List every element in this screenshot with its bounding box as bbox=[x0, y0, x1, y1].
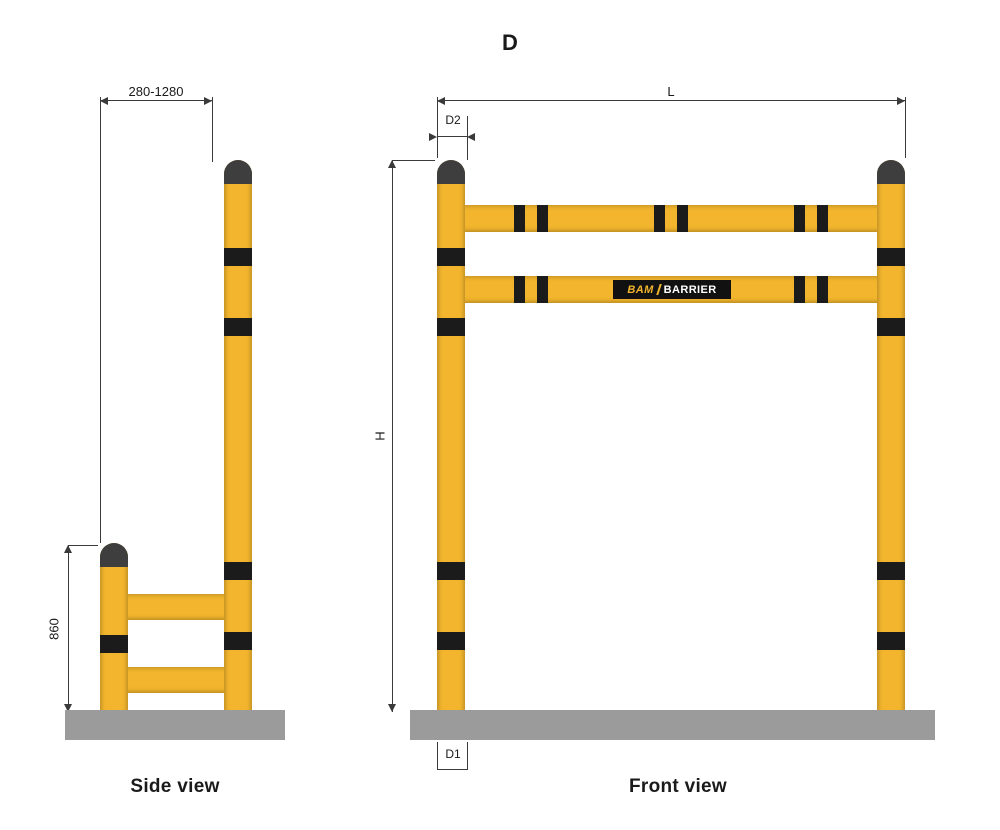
front-height-dimension-label: H bbox=[372, 431, 388, 441]
front-d2-dimension-line bbox=[437, 136, 467, 137]
dim-arrow-left-icon bbox=[467, 133, 475, 141]
post-band bbox=[437, 562, 465, 580]
extension-line bbox=[437, 742, 438, 769]
post-cap bbox=[437, 160, 465, 184]
dim-arrow-right-icon bbox=[204, 97, 212, 105]
side-ground bbox=[65, 710, 285, 740]
post-cap bbox=[877, 160, 905, 184]
post-band bbox=[224, 318, 252, 336]
bam-barrier-logo: BAM BARRIER bbox=[613, 280, 731, 299]
rail-stripe bbox=[817, 205, 828, 232]
side-rail-upper bbox=[112, 594, 240, 620]
front-length-dimension-line bbox=[437, 100, 905, 101]
extension-line bbox=[68, 545, 98, 546]
side-width-dimension-line bbox=[100, 100, 212, 101]
post-band bbox=[877, 562, 905, 580]
post-band bbox=[224, 632, 252, 650]
rail-stripe bbox=[817, 276, 828, 303]
dim-arrow-right-icon bbox=[897, 97, 905, 105]
extension-line bbox=[437, 97, 438, 158]
front-length-dimension-label: L bbox=[667, 84, 675, 99]
post-band bbox=[437, 632, 465, 650]
side-short-post bbox=[100, 543, 128, 712]
dim-arrow-left-icon bbox=[100, 97, 108, 105]
post-band bbox=[100, 635, 128, 653]
extension-line bbox=[100, 97, 101, 543]
extension-line bbox=[467, 742, 468, 769]
front-d1-dimension-line bbox=[437, 769, 468, 770]
front-rail-top bbox=[450, 205, 892, 232]
rail-stripe bbox=[514, 205, 525, 232]
dim-arrow-up-icon bbox=[64, 545, 72, 553]
front-left-post bbox=[437, 160, 465, 712]
post-band bbox=[224, 248, 252, 266]
rail-stripe bbox=[514, 276, 525, 303]
front-d2-dimension-label: D2 bbox=[445, 113, 461, 127]
side-width-dimension-label: 280-1280 bbox=[128, 84, 184, 99]
rail-stripe bbox=[537, 205, 548, 232]
side-height-dimension-line bbox=[68, 545, 69, 712]
post-cap bbox=[224, 160, 252, 184]
dim-arrow-right-icon bbox=[429, 133, 437, 141]
logo-barrier-text: BARRIER bbox=[663, 283, 717, 296]
dim-arrow-left-icon bbox=[437, 97, 445, 105]
side-tall-post bbox=[224, 160, 252, 712]
logo-divider bbox=[655, 284, 662, 295]
front-d1-dimension-label: D1 bbox=[445, 747, 461, 761]
extension-line bbox=[392, 160, 435, 161]
post-band bbox=[877, 318, 905, 336]
post-band bbox=[877, 632, 905, 650]
front-height-dimension-line bbox=[392, 160, 393, 712]
rail-stripe bbox=[794, 205, 805, 232]
extension-line bbox=[467, 116, 468, 160]
post-band bbox=[437, 248, 465, 266]
front-right-post bbox=[877, 160, 905, 712]
logo-bam-text: BAM bbox=[627, 283, 654, 296]
post-band bbox=[877, 248, 905, 266]
side-view-label: Side view bbox=[130, 776, 220, 797]
extension-line bbox=[905, 97, 906, 158]
rail-stripe bbox=[654, 205, 665, 232]
post-band bbox=[224, 562, 252, 580]
extension-line bbox=[212, 97, 213, 162]
diagram-title: D bbox=[502, 30, 518, 55]
front-view-label: Front view bbox=[628, 776, 728, 797]
dim-arrow-up-icon bbox=[388, 160, 396, 168]
post-band bbox=[437, 318, 465, 336]
dim-arrow-down-icon bbox=[388, 704, 396, 712]
rail-stripe bbox=[537, 276, 548, 303]
front-ground bbox=[410, 710, 935, 740]
dim-arrow-down-icon bbox=[64, 704, 72, 712]
side-rail-lower bbox=[112, 667, 240, 693]
rail-stripe bbox=[794, 276, 805, 303]
rail-stripe bbox=[677, 205, 688, 232]
post-cap bbox=[100, 543, 128, 567]
